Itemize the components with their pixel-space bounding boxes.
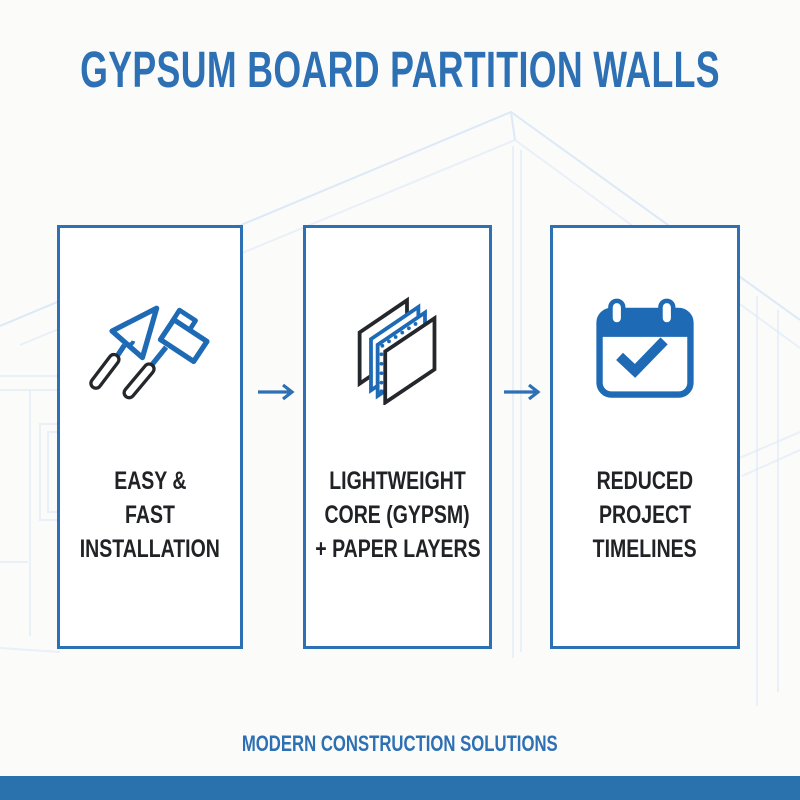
card-label-line: LIGHTWEIGHT (329, 467, 466, 495)
trowel-hammer-icon (60, 290, 240, 410)
calendar-check-icon (553, 290, 737, 410)
card-easy-fast-installation: EASY & FAST INSTALLATION (57, 225, 243, 649)
flow-arrow-icon (257, 383, 299, 401)
card-lightweight-core-paper-layers: LIGHTWEIGHT CORE (GYPSM) + PAPER LAYERS (303, 225, 492, 649)
card-label-line: + PAPER LAYERS (314, 535, 481, 563)
card-label-line: TIMELINES (592, 535, 698, 563)
footer-row: MODERN CONSTRUCTION SOLUTIONS (0, 731, 800, 757)
flow-arrow-icon (503, 383, 545, 401)
footer-brand-text: MODERN CONSTRUCTION SOLUTIONS (242, 731, 558, 756)
title-row: GYPSUM BOARD PARTITION WALLS (0, 40, 800, 99)
house-wall-lines (729, 296, 800, 706)
card-label: LIGHTWEIGHT CORE (GYPSM) + PAPER LAYERS (306, 464, 489, 566)
card-label-line: REDUCED (596, 467, 694, 495)
card-label-line: PROJECT (598, 501, 692, 529)
gypsum-dots (379, 322, 417, 394)
gypsum-board-layers-icon (306, 290, 489, 410)
card-reduced-project-timelines: REDUCED PROJECT TIMELINES (550, 225, 740, 649)
footer-bar (0, 776, 800, 800)
page-title: GYPSUM BOARD PARTITION WALLS (80, 41, 720, 98)
card-label: REDUCED PROJECT TIMELINES (553, 464, 737, 566)
card-label-line: FAST (125, 501, 175, 529)
card-label-line: EASY & (113, 467, 187, 495)
card-label-line: CORE (GYPSM) (324, 501, 471, 529)
card-label: EASY & FAST INSTALLATION (60, 464, 240, 566)
card-label-line: INSTALLATION (79, 535, 221, 563)
